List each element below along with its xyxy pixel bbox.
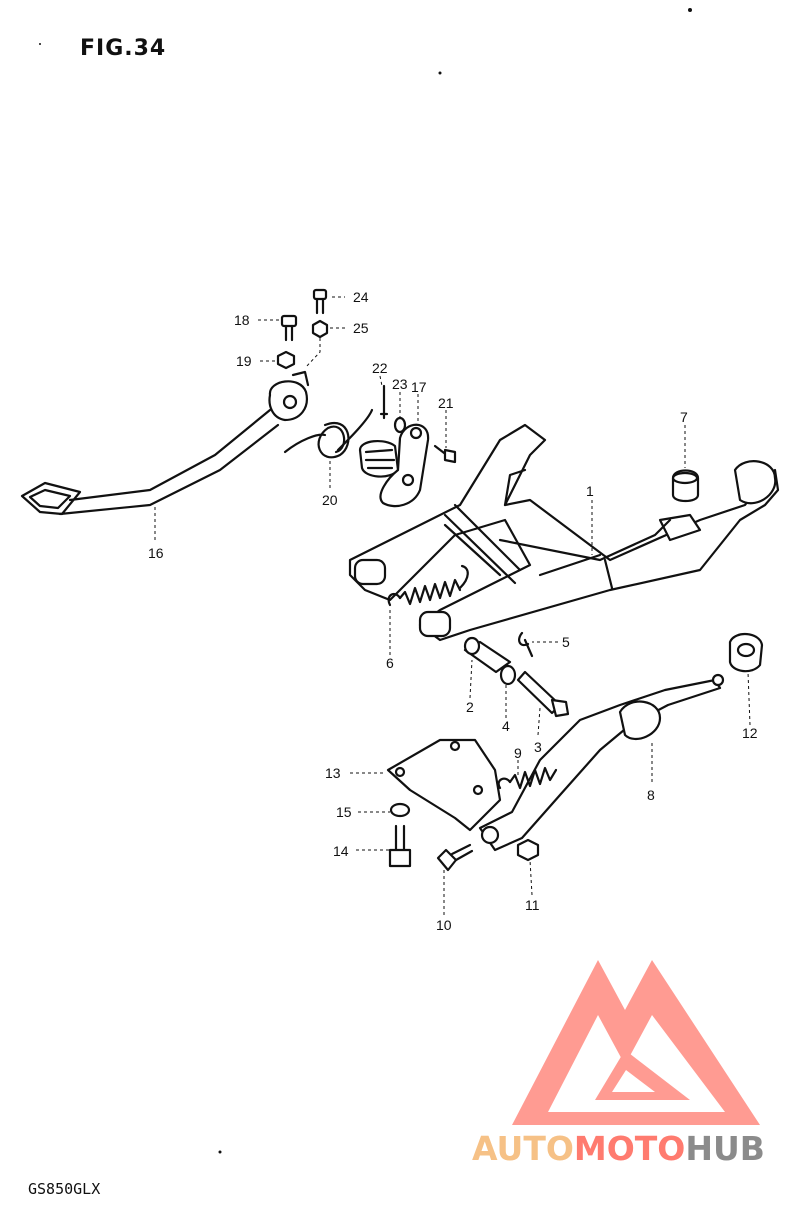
watermark-moto: MOTO xyxy=(574,1129,685,1168)
callout-12: 12 xyxy=(742,725,758,741)
callout-21: 21 xyxy=(438,395,454,411)
part-21-bolt xyxy=(433,444,457,464)
callout-2: 2 xyxy=(466,699,474,715)
part-25-nut xyxy=(304,319,329,369)
part-6-return-spring xyxy=(387,564,469,607)
model-code: GS850GLX xyxy=(28,1180,101,1198)
part-18-bolt xyxy=(280,314,298,342)
part-5-clip xyxy=(518,631,534,658)
part-22-cotter-pin xyxy=(379,384,389,420)
part-3-pivot-bolt xyxy=(516,670,570,718)
part-7-stopper-rubber xyxy=(671,469,700,503)
callout-7: 7 xyxy=(680,409,688,425)
callout-15: 15 xyxy=(336,804,352,820)
svg-text:AUTOMOTOHUB: AUTOMOTOHUB xyxy=(472,1129,765,1168)
part-16-brake-pedal xyxy=(20,370,310,516)
callout-20: 20 xyxy=(322,492,338,508)
callout-10: 10 xyxy=(436,917,452,933)
callout-25: 25 xyxy=(353,320,369,336)
watermark-logo xyxy=(512,960,760,1125)
callout-22: 22 xyxy=(372,360,388,376)
callout-19: 19 xyxy=(236,353,252,369)
watermark-text: AUTOMOTOHUB xyxy=(472,1129,765,1168)
part-14-bolt xyxy=(388,824,412,868)
callout-8: 8 xyxy=(647,787,655,803)
part-11-nut xyxy=(516,838,540,862)
callout-1: 1 xyxy=(586,483,594,499)
scan-specks xyxy=(39,8,692,1154)
figure-title: FIG.34 xyxy=(80,36,167,61)
callout-18: 18 xyxy=(234,312,250,328)
part-12-stand-rubber xyxy=(728,633,764,673)
part-8-side-stand xyxy=(478,673,725,852)
callout-24: 24 xyxy=(353,289,369,305)
part-24-bolt xyxy=(312,288,328,315)
callout-13: 13 xyxy=(325,765,341,781)
callout-labels: 1 2 3 4 5 6 7 8 9 10 11 12 13 14 15 16 1… xyxy=(148,289,758,933)
callout-16: 16 xyxy=(148,545,164,561)
callout-14: 14 xyxy=(333,843,349,859)
part-9-side-stand-spring xyxy=(497,766,558,790)
callout-3: 3 xyxy=(534,739,542,755)
callout-4: 4 xyxy=(502,718,510,734)
callout-6: 6 xyxy=(386,655,394,671)
watermark-hub: HUB xyxy=(685,1129,765,1168)
part-15-washer xyxy=(389,802,411,818)
watermark-auto: AUTO xyxy=(472,1129,574,1168)
part-1-center-stand xyxy=(348,423,780,642)
part-4-washer xyxy=(499,664,517,686)
part-20-torsion-spring xyxy=(283,408,374,459)
callout-5: 5 xyxy=(562,634,570,650)
callout-23: 23 xyxy=(392,376,408,392)
callout-11: 11 xyxy=(525,897,540,913)
part-19-nut xyxy=(276,350,296,370)
leader-lines xyxy=(154,296,751,915)
part-13-stand-bracket xyxy=(386,738,502,832)
part-17-brake-bracket xyxy=(358,423,430,508)
part-2-collar xyxy=(463,636,512,674)
part-10-bolt xyxy=(436,843,474,872)
callout-17: 17 xyxy=(411,379,427,395)
callout-9: 9 xyxy=(514,745,522,761)
